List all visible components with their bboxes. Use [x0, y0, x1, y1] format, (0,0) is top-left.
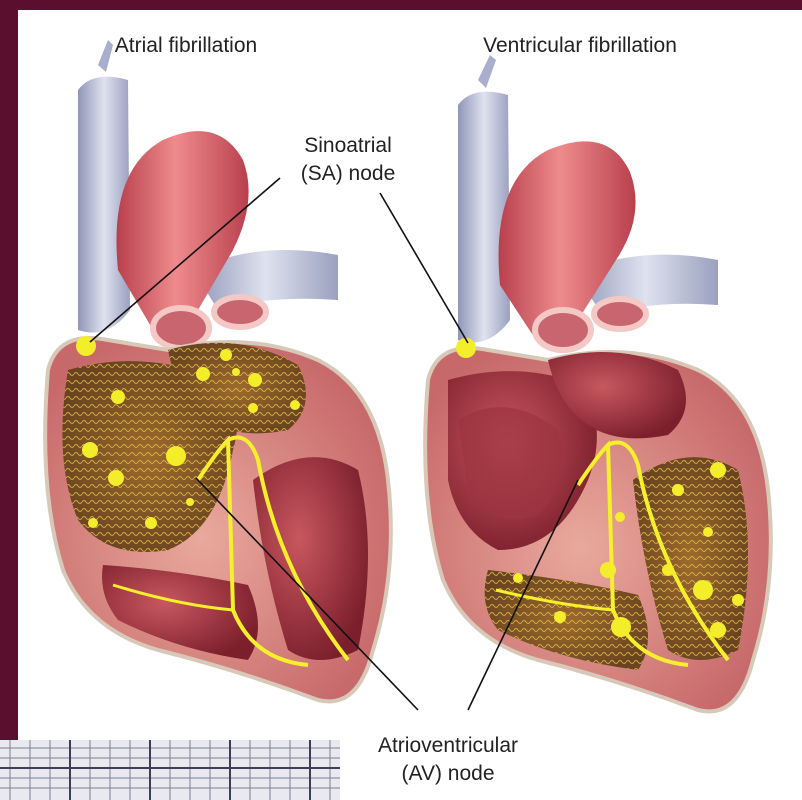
sa-node-label-line2: (SA) node [301, 162, 396, 185]
title-ventricular-fibrillation: Ventricular fibrillation [483, 34, 677, 57]
ecg-grid-strip [0, 740, 340, 800]
sa-node-label-line1: Sinoatrial [304, 134, 392, 157]
av-node-label-line2: (AV) node [402, 762, 495, 785]
illustration-panel: Atrial fibrillation Ventricular fibrilla… [18, 10, 802, 800]
av-node-label-line1: Atrioventricular [378, 734, 518, 757]
ventricular-fibrillation-heart [425, 55, 771, 711]
heart-fibrillation-diagram: Atrial fibrillation Ventricular fibrilla… [18, 10, 802, 800]
title-atrial-fibrillation: Atrial fibrillation [115, 34, 257, 57]
